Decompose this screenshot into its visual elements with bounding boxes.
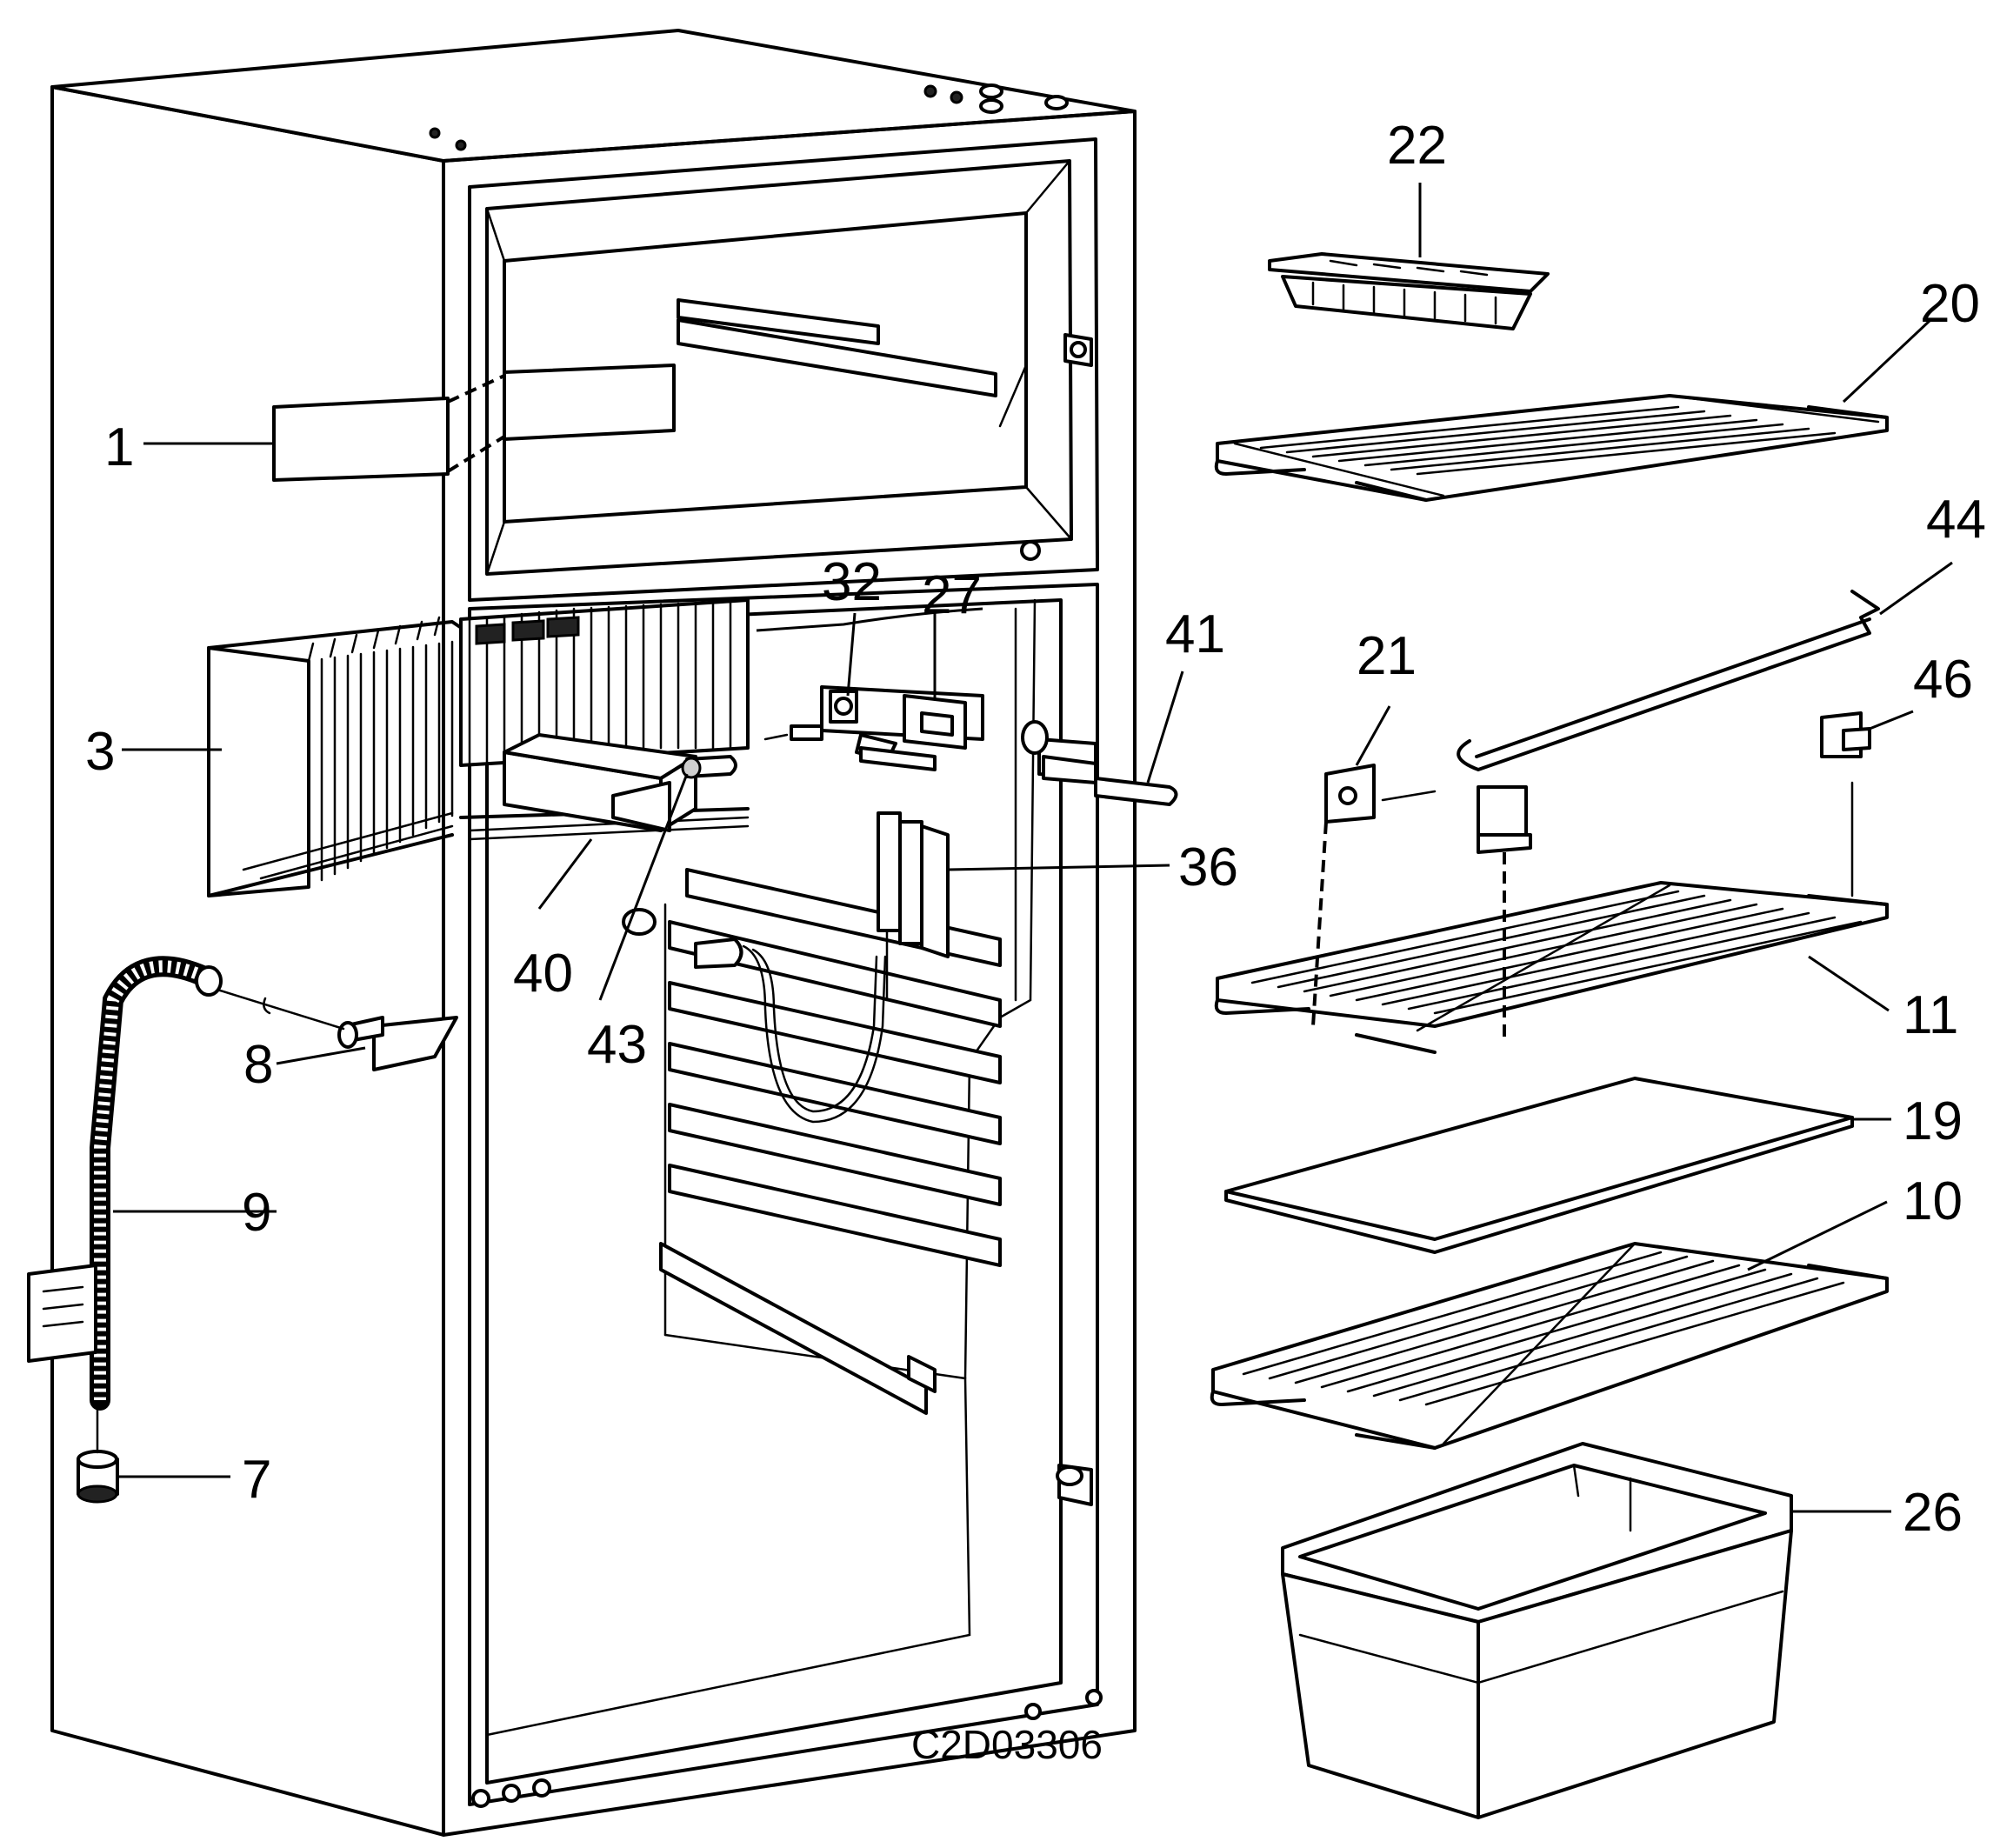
part-3-evaporator [207, 598, 750, 897]
heater-wire [622, 908, 887, 1124]
callout-19: 19 [1903, 1091, 1963, 1151]
callout-3: 3 [85, 722, 115, 782]
callout-21: 21 [1357, 626, 1417, 686]
part-8-hinge [216, 988, 458, 1071]
callout-9: 9 [242, 1183, 271, 1243]
part-22-ice-tray [1268, 252, 1550, 330]
part-32-27-thermostat [763, 685, 984, 771]
callout-10: 10 [1903, 1171, 1963, 1231]
callout-40: 40 [513, 944, 573, 1004]
part-46-clip [1820, 711, 1871, 758]
callout-46: 46 [1913, 650, 1973, 710]
callout-26: 26 [1903, 1483, 1963, 1543]
shelf-10 [1210, 1242, 1889, 1450]
part-26-crisper [1281, 1442, 1793, 1819]
cabinet [50, 29, 1137, 1837]
drawing-code: C2D03306 [911, 1722, 1103, 1767]
shelf-runners [659, 868, 1002, 1415]
shelf-11 [1214, 781, 1889, 1054]
callout-36: 36 [1178, 837, 1238, 897]
part-19-glass-shelf [1224, 1077, 1854, 1254]
part-36-terminals [877, 811, 950, 1002]
part-41-switch [1021, 720, 1178, 806]
callout-11: 11 [1903, 985, 1958, 1045]
callout-44: 44 [1926, 490, 1986, 550]
callout-41: 41 [1165, 604, 1225, 664]
callout-32: 32 [822, 552, 882, 612]
callout-8: 8 [243, 1035, 273, 1095]
part-44-bracket [1457, 590, 1880, 771]
part-7-plug [77, 1407, 119, 1504]
part-21-clip [1311, 764, 1532, 1044]
callout-7: 7 [242, 1450, 271, 1510]
callout-20: 20 [1920, 274, 1980, 334]
callout-22: 22 [1387, 116, 1447, 176]
leader-lines [113, 183, 1953, 1513]
part-1-plate [272, 364, 676, 482]
part-9-drain-hose [27, 956, 223, 1411]
callout-43: 43 [587, 1015, 647, 1075]
part-40-housing [503, 733, 697, 832]
callout-labels: 1 3 7 8 9 10 11 19 20 21 22 26 27 32 36 … [85, 116, 1986, 1767]
callout-27: 27 [922, 565, 982, 625]
part-43-lamp [681, 755, 737, 779]
shelf-20 [1214, 394, 1889, 502]
callout-1: 1 [104, 417, 134, 477]
